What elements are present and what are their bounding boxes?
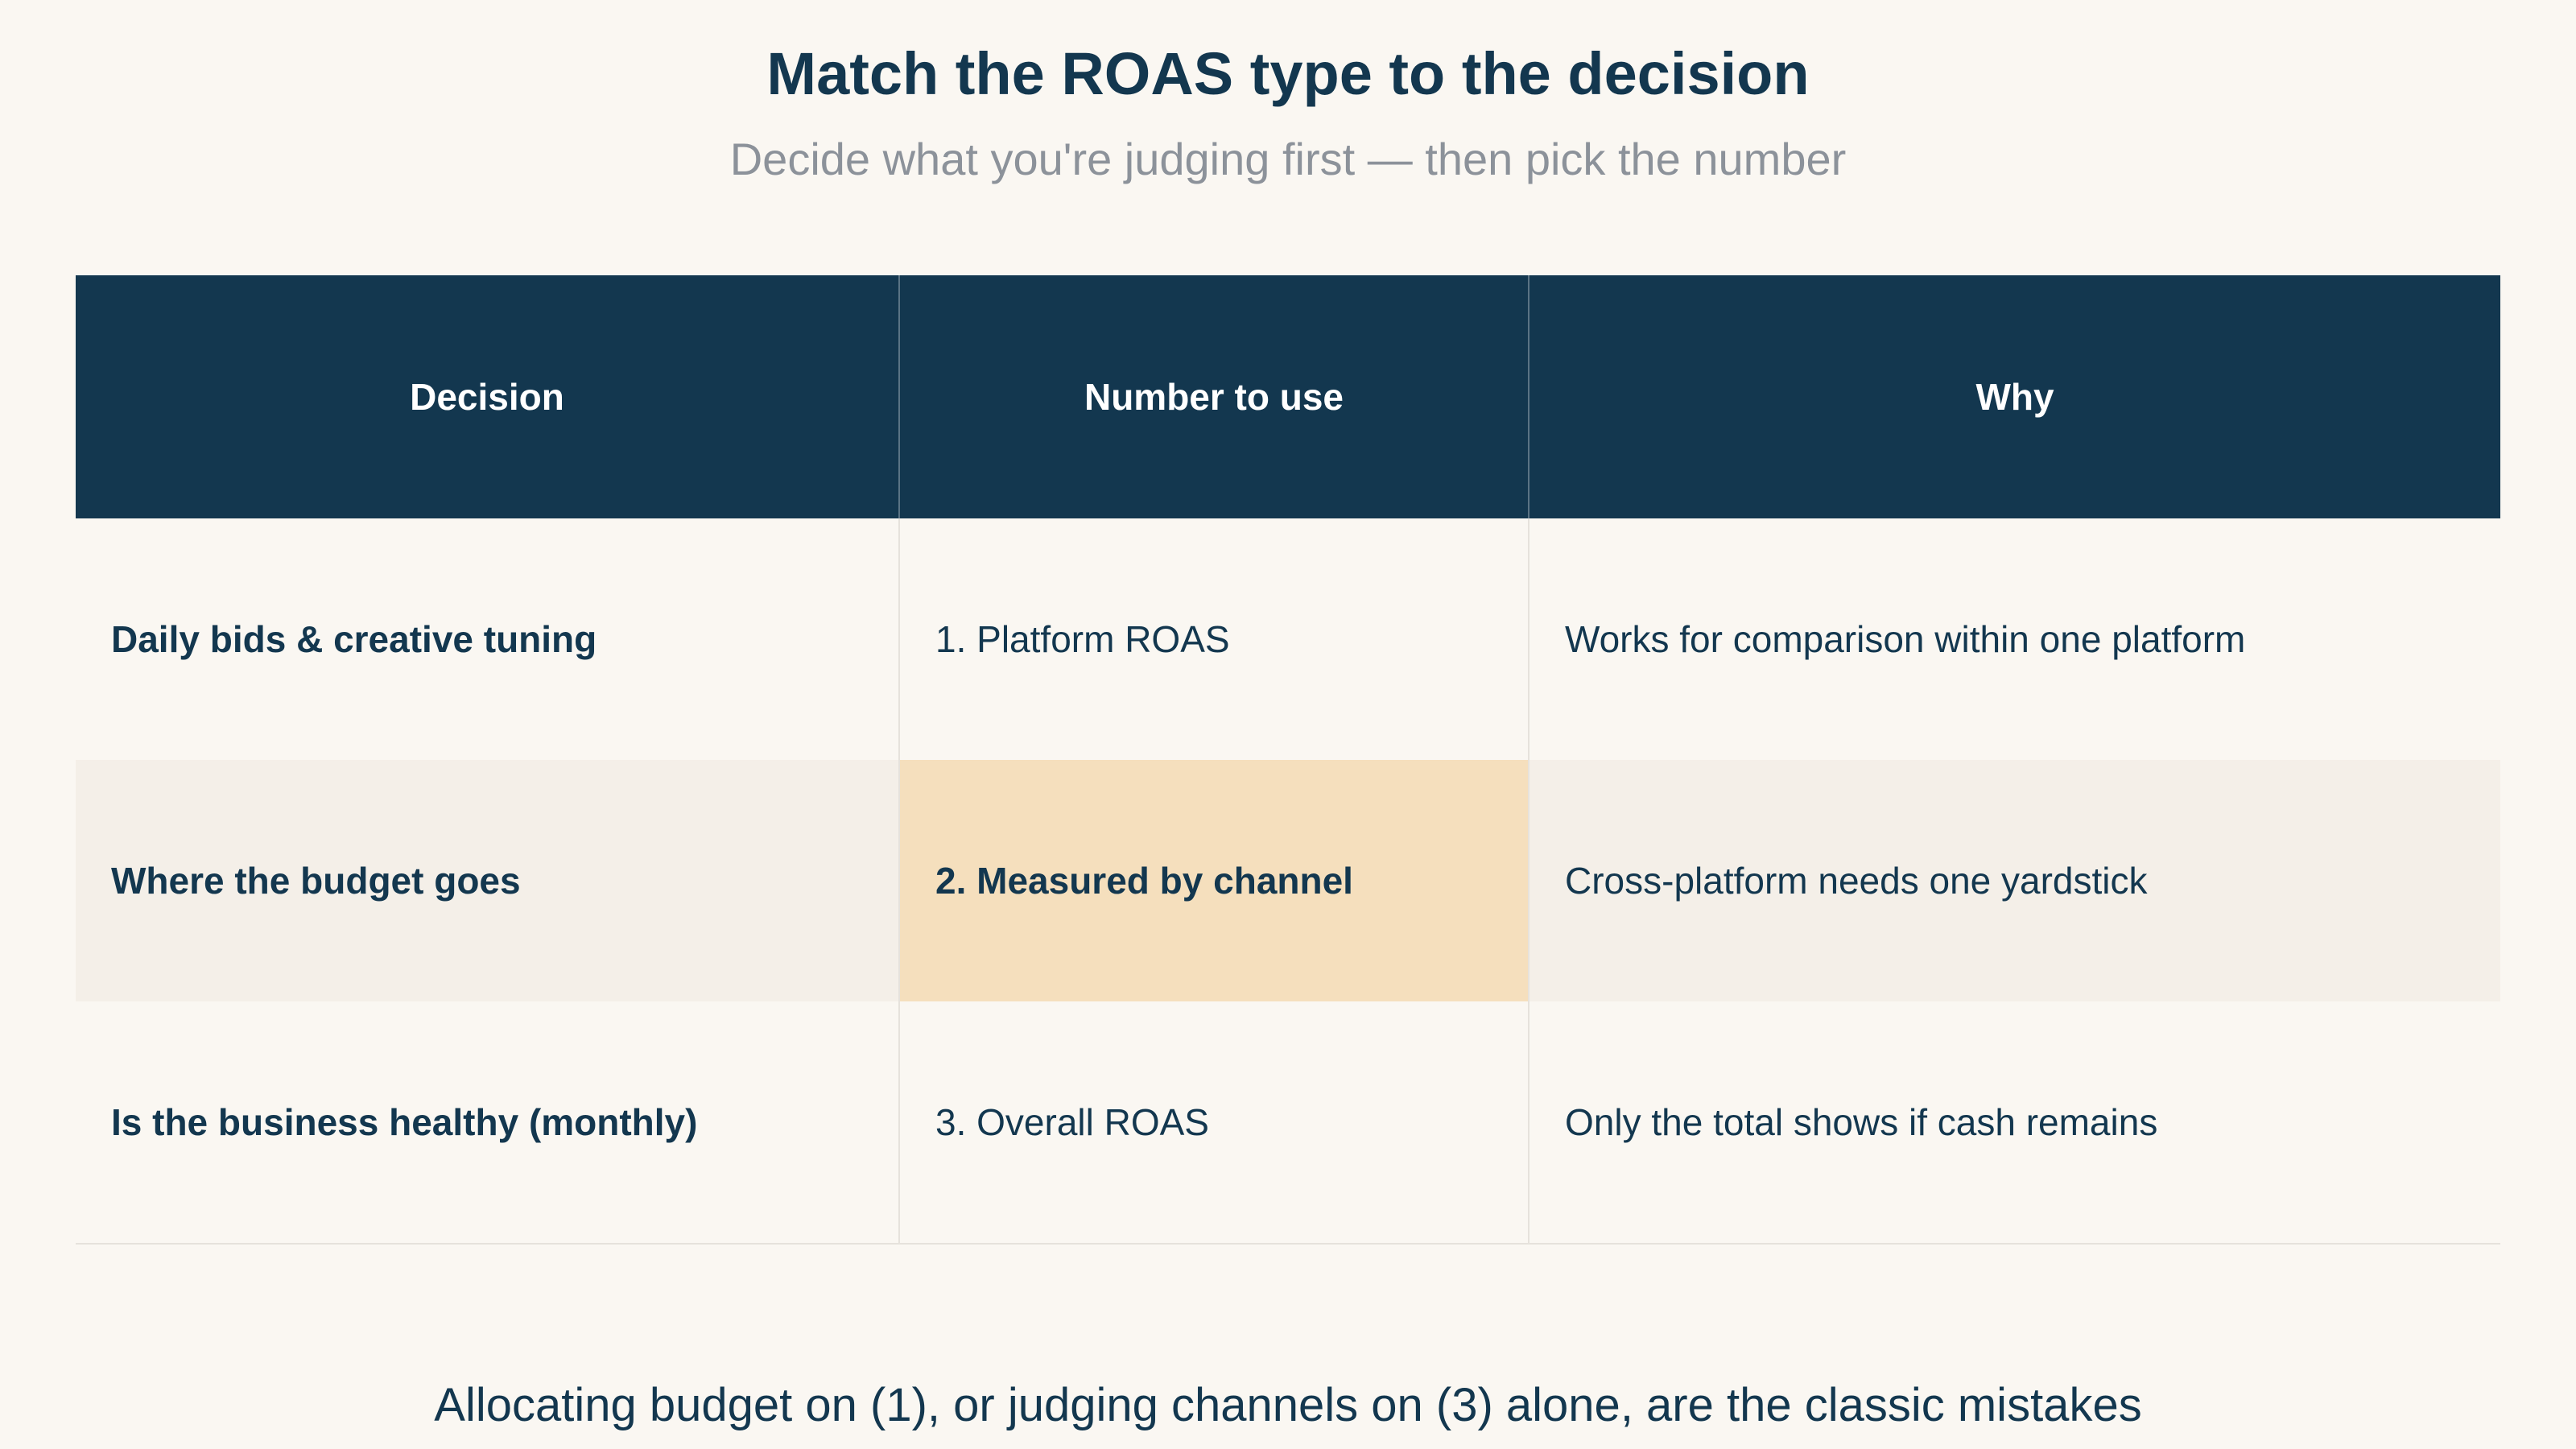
- decision-table: Decision Number to use Why Daily bids & …: [76, 275, 2500, 1245]
- row-2-decision: Where the budget goes: [76, 760, 900, 1001]
- row-2-why: Cross-platform needs one yardstick: [1530, 760, 2500, 1001]
- row-1-number: 1. Platform ROAS: [900, 518, 1530, 760]
- row-1-why: Works for comparison within one platform: [1530, 518, 2500, 760]
- row-2-number-highlighted: 2. Measured by channel: [900, 760, 1530, 1001]
- row-3-why: Only the total shows if cash remains: [1530, 1001, 2500, 1243]
- row-3-decision: Is the business healthy (monthly): [76, 1001, 900, 1243]
- footer-note: Allocating budget on (1), or judging cha…: [434, 1379, 2142, 1431]
- header-number-to-use: Number to use: [900, 275, 1530, 518]
- header-why: Why: [1530, 275, 2500, 518]
- page-subtitle: Decide what you're judging first — then …: [729, 134, 1847, 184]
- row-3-number: 3. Overall ROAS: [900, 1001, 1530, 1243]
- page-title: Match the ROAS type to the decision: [766, 40, 1810, 107]
- row-1-decision: Daily bids & creative tuning: [76, 518, 900, 760]
- header-decision: Decision: [76, 275, 900, 518]
